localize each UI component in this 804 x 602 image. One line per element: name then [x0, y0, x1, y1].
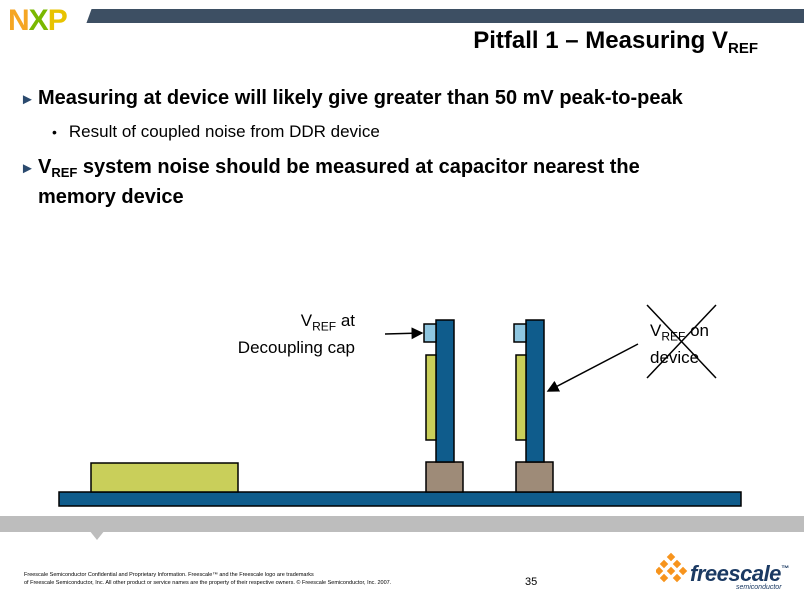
pcb-board [58, 491, 742, 507]
header-bar [98, 9, 804, 23]
dram-right [515, 354, 527, 441]
footer-legal: Freescale Semiconductor Confidential and… [24, 572, 392, 586]
page-number: 35 [525, 576, 538, 588]
decoupling-cap-right [513, 323, 527, 343]
nxp-logo: NXP [8, 4, 68, 37]
footer-bar [0, 516, 804, 532]
decoupling-cap-left [423, 323, 437, 343]
memory-chip [90, 462, 239, 493]
arrow-to-device [546, 343, 639, 392]
dram-left [425, 354, 437, 441]
slide-title: Pitfall 1 – Measuring VREF [473, 27, 758, 57]
bullet-arrow-icon: ► [20, 91, 35, 108]
cross-out-line-2 [646, 304, 717, 379]
label-vref-on-device: VREF on device [650, 321, 709, 368]
label-vref-decoupling-cap: VREF at Decoupling cap [237, 311, 355, 358]
bullet-arrow-icon: ► [20, 160, 35, 177]
connector-pad-left [425, 461, 464, 493]
bullet-1: ►Measuring at device will likely give gr… [20, 87, 683, 109]
arrow-to-cap [384, 327, 424, 340]
bullet-2: ►VREF system noise should be measured at… [20, 156, 640, 208]
dimm-right [525, 319, 545, 463]
dimm-left [435, 319, 455, 463]
freescale-wordmark: freescale™ [690, 561, 789, 586]
bullet-dot-icon: • [52, 124, 57, 140]
freescale-tagline: semiconductor [736, 584, 782, 591]
connector-pad-right [515, 461, 554, 493]
footer-bar-notch [89, 530, 105, 540]
freescale-logo-icon [656, 552, 688, 583]
sub-bullet-1: •Result of coupled noise from DDR device [52, 122, 380, 141]
